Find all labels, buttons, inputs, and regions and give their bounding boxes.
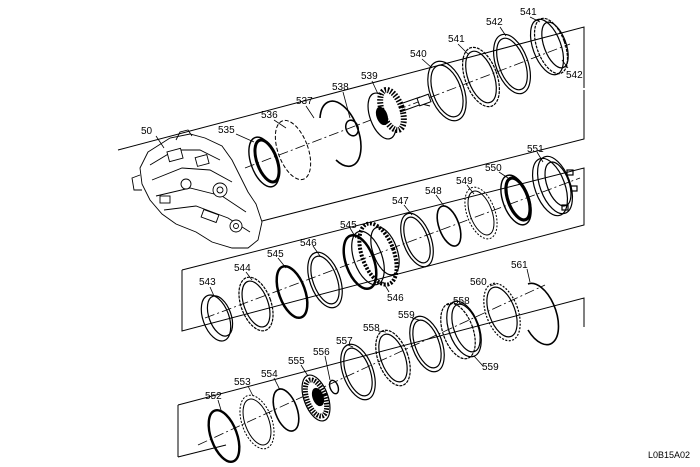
snap-ring-icon <box>207 409 241 463</box>
callout-552: 552 <box>205 391 222 402</box>
clutch-plate-icon <box>483 282 521 342</box>
snap-ring-icon <box>527 282 560 346</box>
clutch-plate-icon <box>340 343 376 401</box>
callout-537: 537 <box>296 96 313 107</box>
clutch-piston-icon <box>529 17 569 76</box>
snap-ring-icon <box>319 100 362 167</box>
callout-550: 550 <box>485 163 502 174</box>
lower-axis <box>197 284 546 446</box>
clutch-piston-icon <box>531 155 578 217</box>
callout-545-a: 545 <box>267 249 284 260</box>
callout-536: 536 <box>261 110 278 121</box>
callout-545-b: 545 <box>340 220 357 231</box>
callout-544: 544 <box>234 263 251 274</box>
callout-542-b: 542 <box>566 70 583 81</box>
callout-559-b: 559 <box>482 362 499 373</box>
callout-557: 557 <box>336 336 353 347</box>
clutch-hub-icon <box>367 86 432 140</box>
upper-axis <box>244 43 571 169</box>
middle-axis <box>204 177 581 319</box>
callout-541-b: 541 <box>520 7 537 18</box>
transmission-case-icon <box>131 129 263 249</box>
callout-541-a: 541 <box>448 34 465 45</box>
callout-labels: 50 535 536 537 538 539 540 541 542 541 5… <box>141 7 583 402</box>
lower-band-outline <box>177 297 585 406</box>
callout-535: 535 <box>218 125 235 136</box>
snap-ring-icon <box>328 379 340 395</box>
callout-558-b: 558 <box>453 296 470 307</box>
snap-ring-icon <box>436 205 462 247</box>
callout-551: 551 <box>527 144 544 155</box>
snap-ring-icon <box>275 264 309 320</box>
lower-band-bottom-edge <box>177 444 227 458</box>
callout-538: 538 <box>332 82 349 93</box>
clutch-plate-icon <box>493 33 531 95</box>
callout-539: 539 <box>361 71 378 82</box>
callout-553: 553 <box>234 377 251 388</box>
callout-554: 554 <box>261 369 278 380</box>
clutch-hub-icon <box>342 221 400 290</box>
upper-band-lower-edge <box>261 90 585 222</box>
callout-540: 540 <box>410 49 427 60</box>
clutch-piston-icon <box>200 294 234 342</box>
snap-ring-icon <box>272 388 300 432</box>
band-outlines <box>117 26 585 458</box>
callout-546-b: 546 <box>387 293 404 304</box>
clutch-plate-icon <box>440 300 482 360</box>
figure-code: L0B15A02 <box>648 450 690 460</box>
callout-561: 561 <box>511 260 528 271</box>
upper-band-outline <box>117 26 585 151</box>
callout-549: 549 <box>456 176 473 187</box>
callout-556: 556 <box>313 347 330 358</box>
callout-546-a: 546 <box>300 238 317 249</box>
clutch-hub-icon <box>301 374 331 422</box>
callout-543: 543 <box>199 277 216 288</box>
clutch-plate-icon <box>307 251 343 309</box>
callout-542-a: 542 <box>486 17 503 28</box>
clutch-plate-icon <box>427 60 467 122</box>
clutch-plate-icon <box>239 394 275 450</box>
clutch-plate-icon <box>400 212 434 268</box>
clutch-piston-icon <box>500 174 532 226</box>
callout-560: 560 <box>470 277 487 288</box>
clutch-plate-icon <box>462 46 500 108</box>
leader-lines <box>155 16 569 411</box>
clutch-plate-icon <box>274 119 312 181</box>
callout-50: 50 <box>141 126 153 137</box>
clutch-plate-icon <box>409 315 445 373</box>
callout-548: 548 <box>425 186 442 197</box>
middle-band-outline <box>181 167 585 332</box>
callout-547: 547 <box>392 196 409 207</box>
clutch-plate-icon <box>375 329 411 387</box>
snap-ring-icon <box>344 119 360 137</box>
callout-559-a: 559 <box>398 310 415 321</box>
center-axes <box>197 43 581 446</box>
callout-558-a: 558 <box>363 323 380 334</box>
clutch-plate-icon <box>238 276 274 332</box>
clutch-plate-icon <box>464 186 498 240</box>
callout-555: 555 <box>288 356 305 367</box>
clutch-piston-icon <box>248 136 281 188</box>
